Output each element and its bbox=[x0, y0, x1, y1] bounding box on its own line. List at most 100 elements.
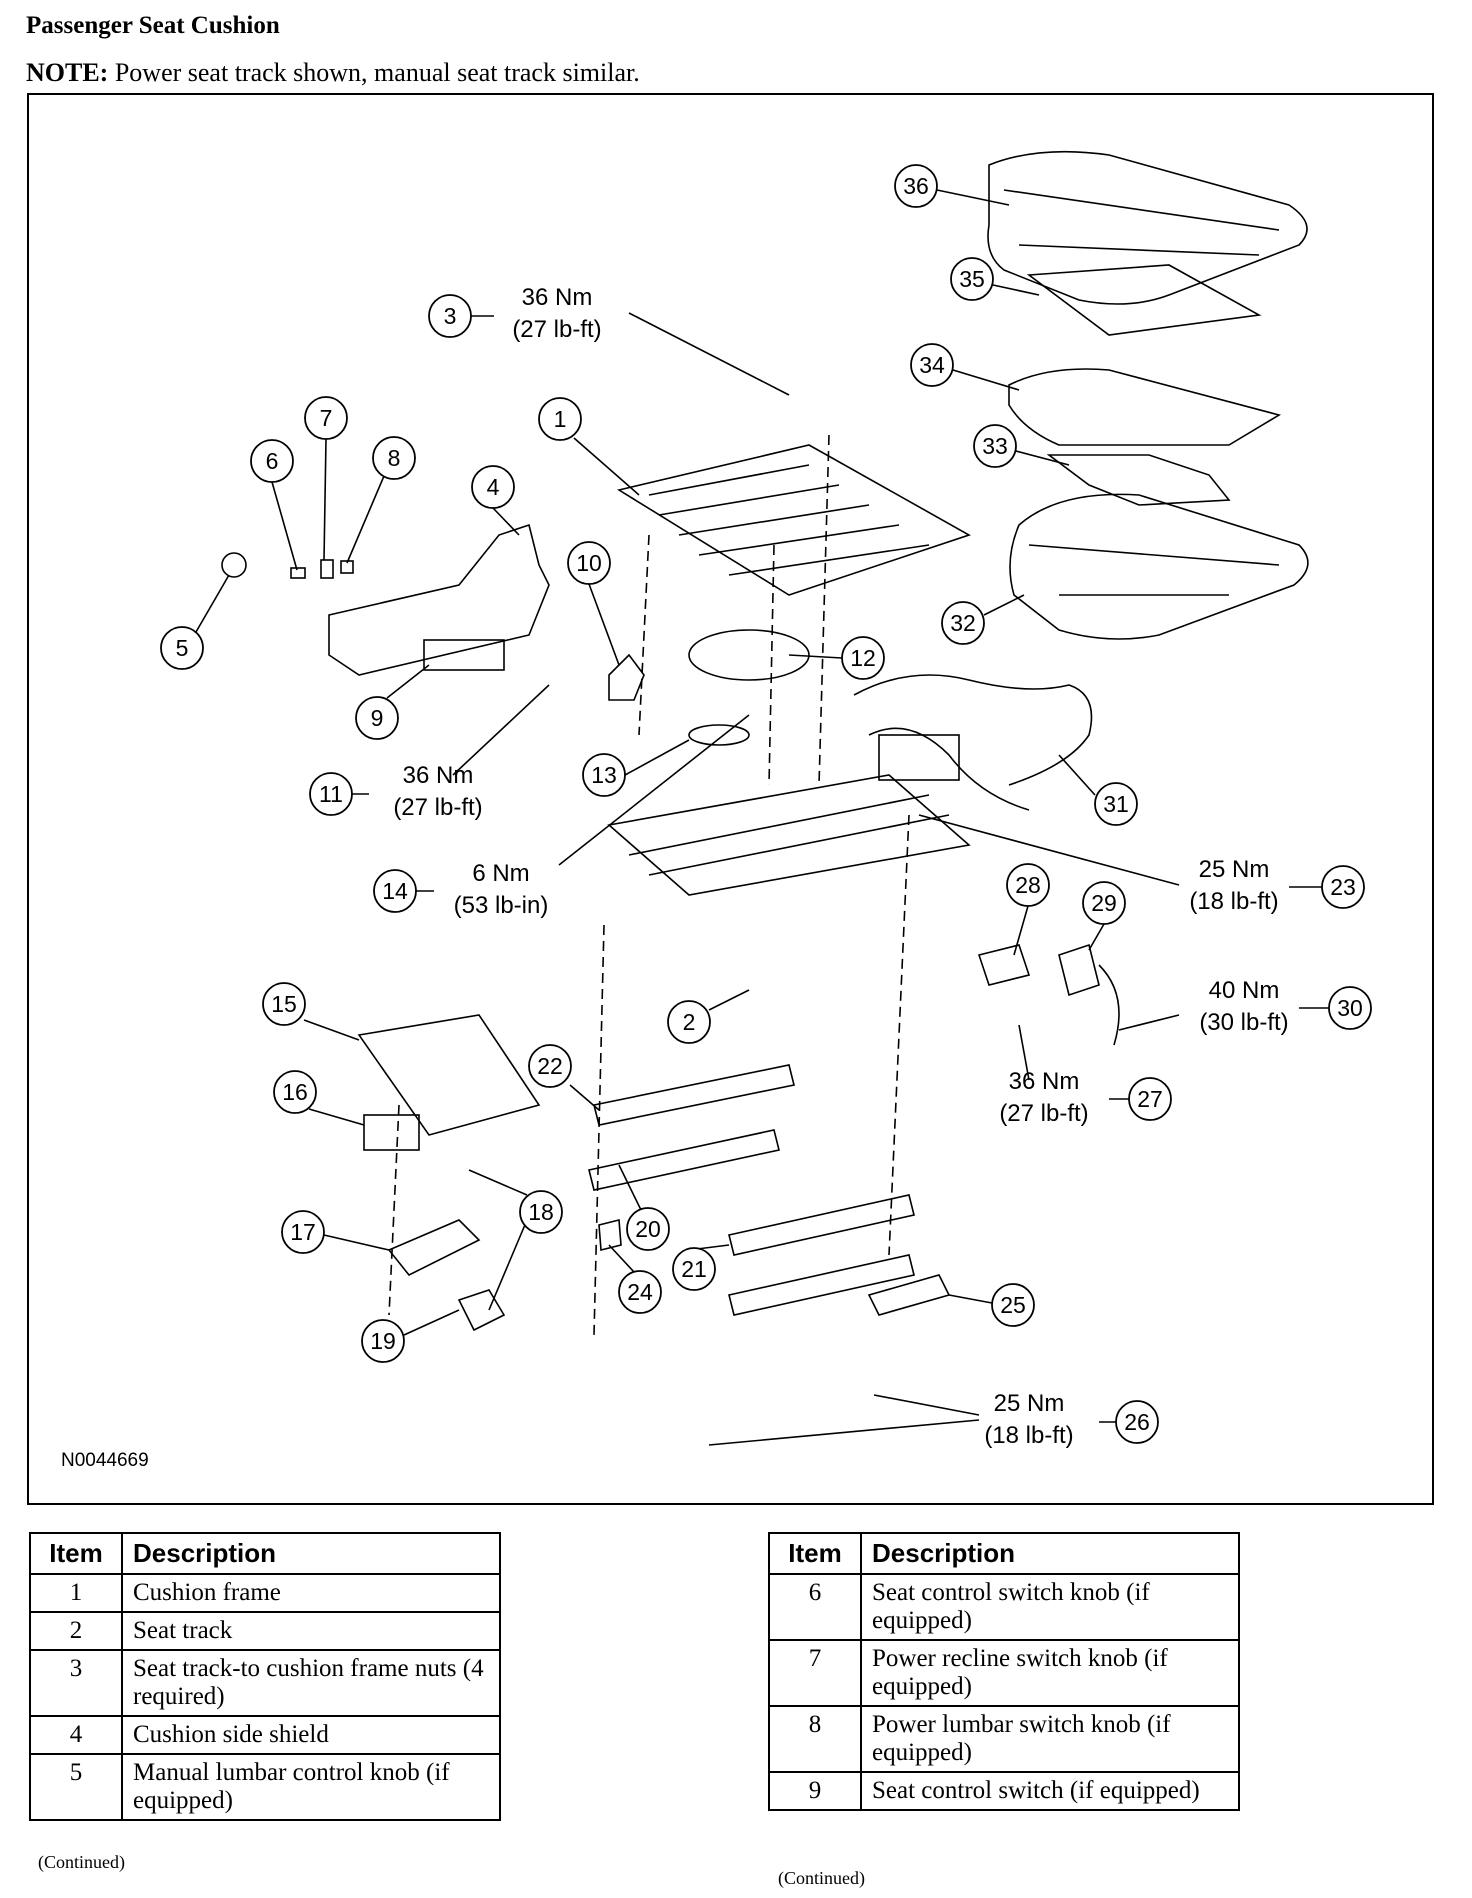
callout-3: 3 bbox=[428, 294, 472, 338]
leader-line bbox=[983, 594, 1025, 616]
leader-line bbox=[608, 1244, 635, 1273]
callout-number: 1 bbox=[554, 406, 567, 432]
part-cushion-cover-inner bbox=[1003, 189, 1280, 256]
callout-22: 22 bbox=[528, 1044, 572, 1088]
leader-line bbox=[624, 739, 690, 776]
callout-number: 3 bbox=[444, 303, 457, 329]
header-item: Item bbox=[29, 1532, 123, 1575]
table-header-row: Item Description bbox=[768, 1532, 1240, 1575]
torque-value-imperial: (18 lb-ft) bbox=[984, 1422, 1073, 1449]
callout-number: 24 bbox=[627, 1279, 653, 1305]
callout-circle bbox=[304, 396, 348, 440]
torque-value-imperial: (27 lb-ft) bbox=[512, 316, 601, 343]
part-heater-mat bbox=[1026, 264, 1262, 336]
part-cushion-frame bbox=[616, 444, 971, 596]
callout-number: 10 bbox=[576, 550, 602, 576]
callout-circle bbox=[950, 257, 994, 301]
item-description: Cushion frame bbox=[121, 1573, 501, 1613]
callout-33: 33 bbox=[973, 424, 1017, 468]
part-recliner bbox=[608, 653, 645, 701]
callout-circle bbox=[841, 636, 885, 680]
leader-line bbox=[386, 664, 430, 699]
leader-line bbox=[618, 1164, 642, 1211]
leader-line bbox=[303, 1019, 360, 1041]
leader-line bbox=[573, 437, 640, 496]
callout-number: 34 bbox=[919, 352, 945, 378]
part-cushion-cover bbox=[987, 150, 1308, 305]
part-module-19 bbox=[457, 1289, 506, 1332]
callout-circle bbox=[1115, 1400, 1159, 1444]
torque-spec: 36 Nm(27 lb-ft) bbox=[512, 284, 601, 343]
callout-19: 19 bbox=[361, 1319, 405, 1363]
callout-8: 8 bbox=[372, 436, 416, 480]
leader-line bbox=[403, 1309, 460, 1336]
callout-circle bbox=[528, 1044, 572, 1088]
part-bracket-25 bbox=[867, 1274, 951, 1316]
callout-17: 17 bbox=[281, 1210, 325, 1254]
torque-value: 36 Nm bbox=[1009, 1068, 1080, 1095]
leader-line bbox=[1015, 450, 1070, 466]
torque-value: 6 Nm bbox=[472, 860, 529, 887]
callout-34: 34 bbox=[910, 343, 954, 387]
callout-number: 6 bbox=[266, 448, 279, 474]
leader-lines bbox=[195, 189, 1329, 1446]
part-track-21b bbox=[728, 1254, 915, 1316]
item-description: Manual lumbar control knob (if equipped) bbox=[121, 1753, 501, 1821]
callout-number: 18 bbox=[528, 1199, 554, 1225]
item-description: Cushion side shield bbox=[121, 1715, 501, 1755]
callout-20: 20 bbox=[626, 1207, 670, 1251]
callout-35: 35 bbox=[950, 257, 994, 301]
callout-number: 19 bbox=[370, 1328, 396, 1354]
torque-value: 36 Nm bbox=[403, 762, 474, 789]
leader-line bbox=[569, 1084, 600, 1111]
leader-line bbox=[936, 189, 1010, 206]
callout-circle bbox=[1094, 782, 1138, 826]
callout-number: 29 bbox=[1091, 890, 1117, 916]
callout-21: 21 bbox=[672, 1247, 716, 1291]
torque-group: 36 Nm(27 lb-ft)36 Nm(27 lb-ft)6 Nm(53 lb… bbox=[393, 284, 1288, 1449]
torque-value-imperial: (27 lb-ft) bbox=[393, 794, 482, 821]
callout-circle bbox=[281, 1210, 325, 1254]
callout-number: 27 bbox=[1137, 1086, 1163, 1112]
torque-spec: 25 Nm(18 lb-ft) bbox=[1189, 856, 1278, 915]
part-wiring-harness bbox=[853, 674, 1093, 811]
callout-18: 18 bbox=[519, 1190, 563, 1234]
callout-circle bbox=[262, 982, 306, 1026]
leader-line bbox=[708, 989, 750, 1011]
callout-15: 15 bbox=[262, 982, 306, 1026]
part-track-21 bbox=[728, 1194, 915, 1256]
callout-number: 21 bbox=[681, 1256, 707, 1282]
item-description: Seat control switch knob (if equipped) bbox=[860, 1573, 1240, 1641]
callout-number: 28 bbox=[1015, 872, 1041, 898]
item-number: 8 bbox=[768, 1705, 862, 1773]
torque-value: 25 Nm bbox=[994, 1390, 1065, 1417]
part-module-16 bbox=[363, 1114, 420, 1151]
callout-30: 30 bbox=[1328, 986, 1372, 1030]
leader-line bbox=[452, 684, 550, 776]
callout-12: 12 bbox=[841, 636, 885, 680]
callout-number: 7 bbox=[320, 405, 333, 431]
note-label: NOTE: bbox=[26, 58, 109, 87]
callout-9: 9 bbox=[355, 696, 399, 740]
callout-circle bbox=[672, 1247, 716, 1291]
torque-spec: 36 Nm (27 lb-ft) bbox=[393, 762, 482, 821]
leader-line bbox=[1058, 754, 1096, 796]
callout-number: 35 bbox=[959, 266, 985, 292]
callout-32: 32 bbox=[941, 601, 985, 645]
torque-spec: 36 Nm(27 lb-ft) bbox=[999, 1068, 1088, 1127]
item-number: 3 bbox=[29, 1649, 123, 1717]
callout-31: 31 bbox=[1094, 782, 1138, 826]
callout-1: 1 bbox=[538, 397, 582, 441]
part-track-22 bbox=[593, 1064, 795, 1126]
part-track-20 bbox=[588, 1129, 780, 1191]
callout-circle bbox=[582, 753, 626, 797]
callout-circle bbox=[309, 772, 353, 816]
diagram-parts bbox=[221, 150, 1309, 1336]
callout-circle bbox=[361, 1319, 405, 1363]
callout-26: 26 bbox=[1115, 1400, 1159, 1444]
